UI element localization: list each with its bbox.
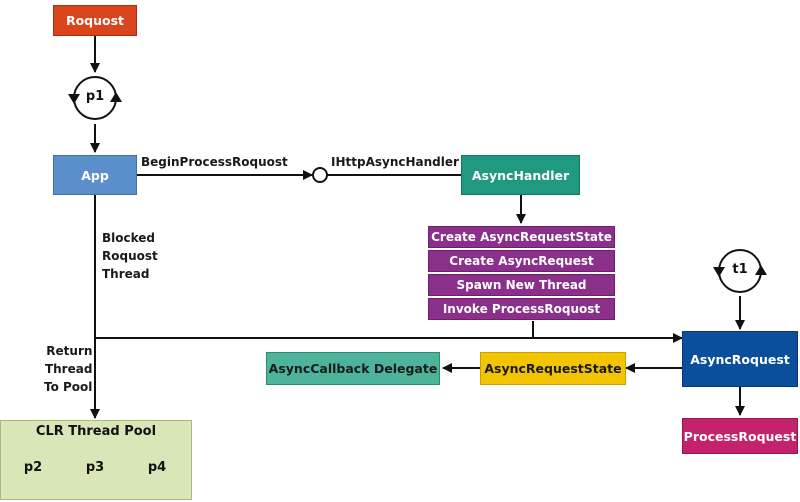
thread-circle-t1 [718,249,762,272]
thread-label-t1: t1 [732,262,748,277]
label-return-line: Thread [44,362,93,376]
thread-circle-p1 [73,76,117,99]
thread-label-p4: p4 [147,460,167,475]
async-callback-node: AsyncCallback Delegate [266,352,440,385]
thread-label-p3: p3 [85,460,105,475]
label-interface: IHttpAsyncHandler [331,155,459,169]
step-create-state: Create AsyncRequestState [428,226,615,248]
async-handler-node: AsyncHandler [461,155,580,195]
edge-steps-asyncrequest [532,321,683,343]
label-return-line: To Pool [44,380,93,394]
app-node: App [53,155,137,195]
clr-thread-pool [0,420,192,500]
label-blocked-thread: Blocked Roquost Thread [102,229,158,283]
process-request-node: ProcessRoquest [682,418,798,454]
label-begin-process: BeginProcessRoquost [141,155,288,169]
async-request-state-node: AsyncRequestState [480,352,626,385]
label-return-pool: Return Thread To Pool [44,342,92,396]
async-request-node: AsyncRoquest [682,331,798,387]
label-blocked-line: Thread [102,267,150,281]
label-blocked-line: Roquost [102,249,158,263]
request-node: Roquost [53,5,137,36]
pool-title: CLR Thread Pool [35,424,157,439]
step-spawn-thread: Spawn New Thread [428,274,615,296]
label-return-line: Return [46,344,93,358]
thread-label-p1: p1 [85,89,105,104]
interface-lollipop [312,167,328,183]
thread-label-p2: p2 [23,460,43,475]
step-create-request: Create AsyncRequest [428,250,615,272]
step-invoke-process: Invoke ProcessRoquost [428,298,615,320]
label-blocked-line: Blocked [102,231,156,245]
